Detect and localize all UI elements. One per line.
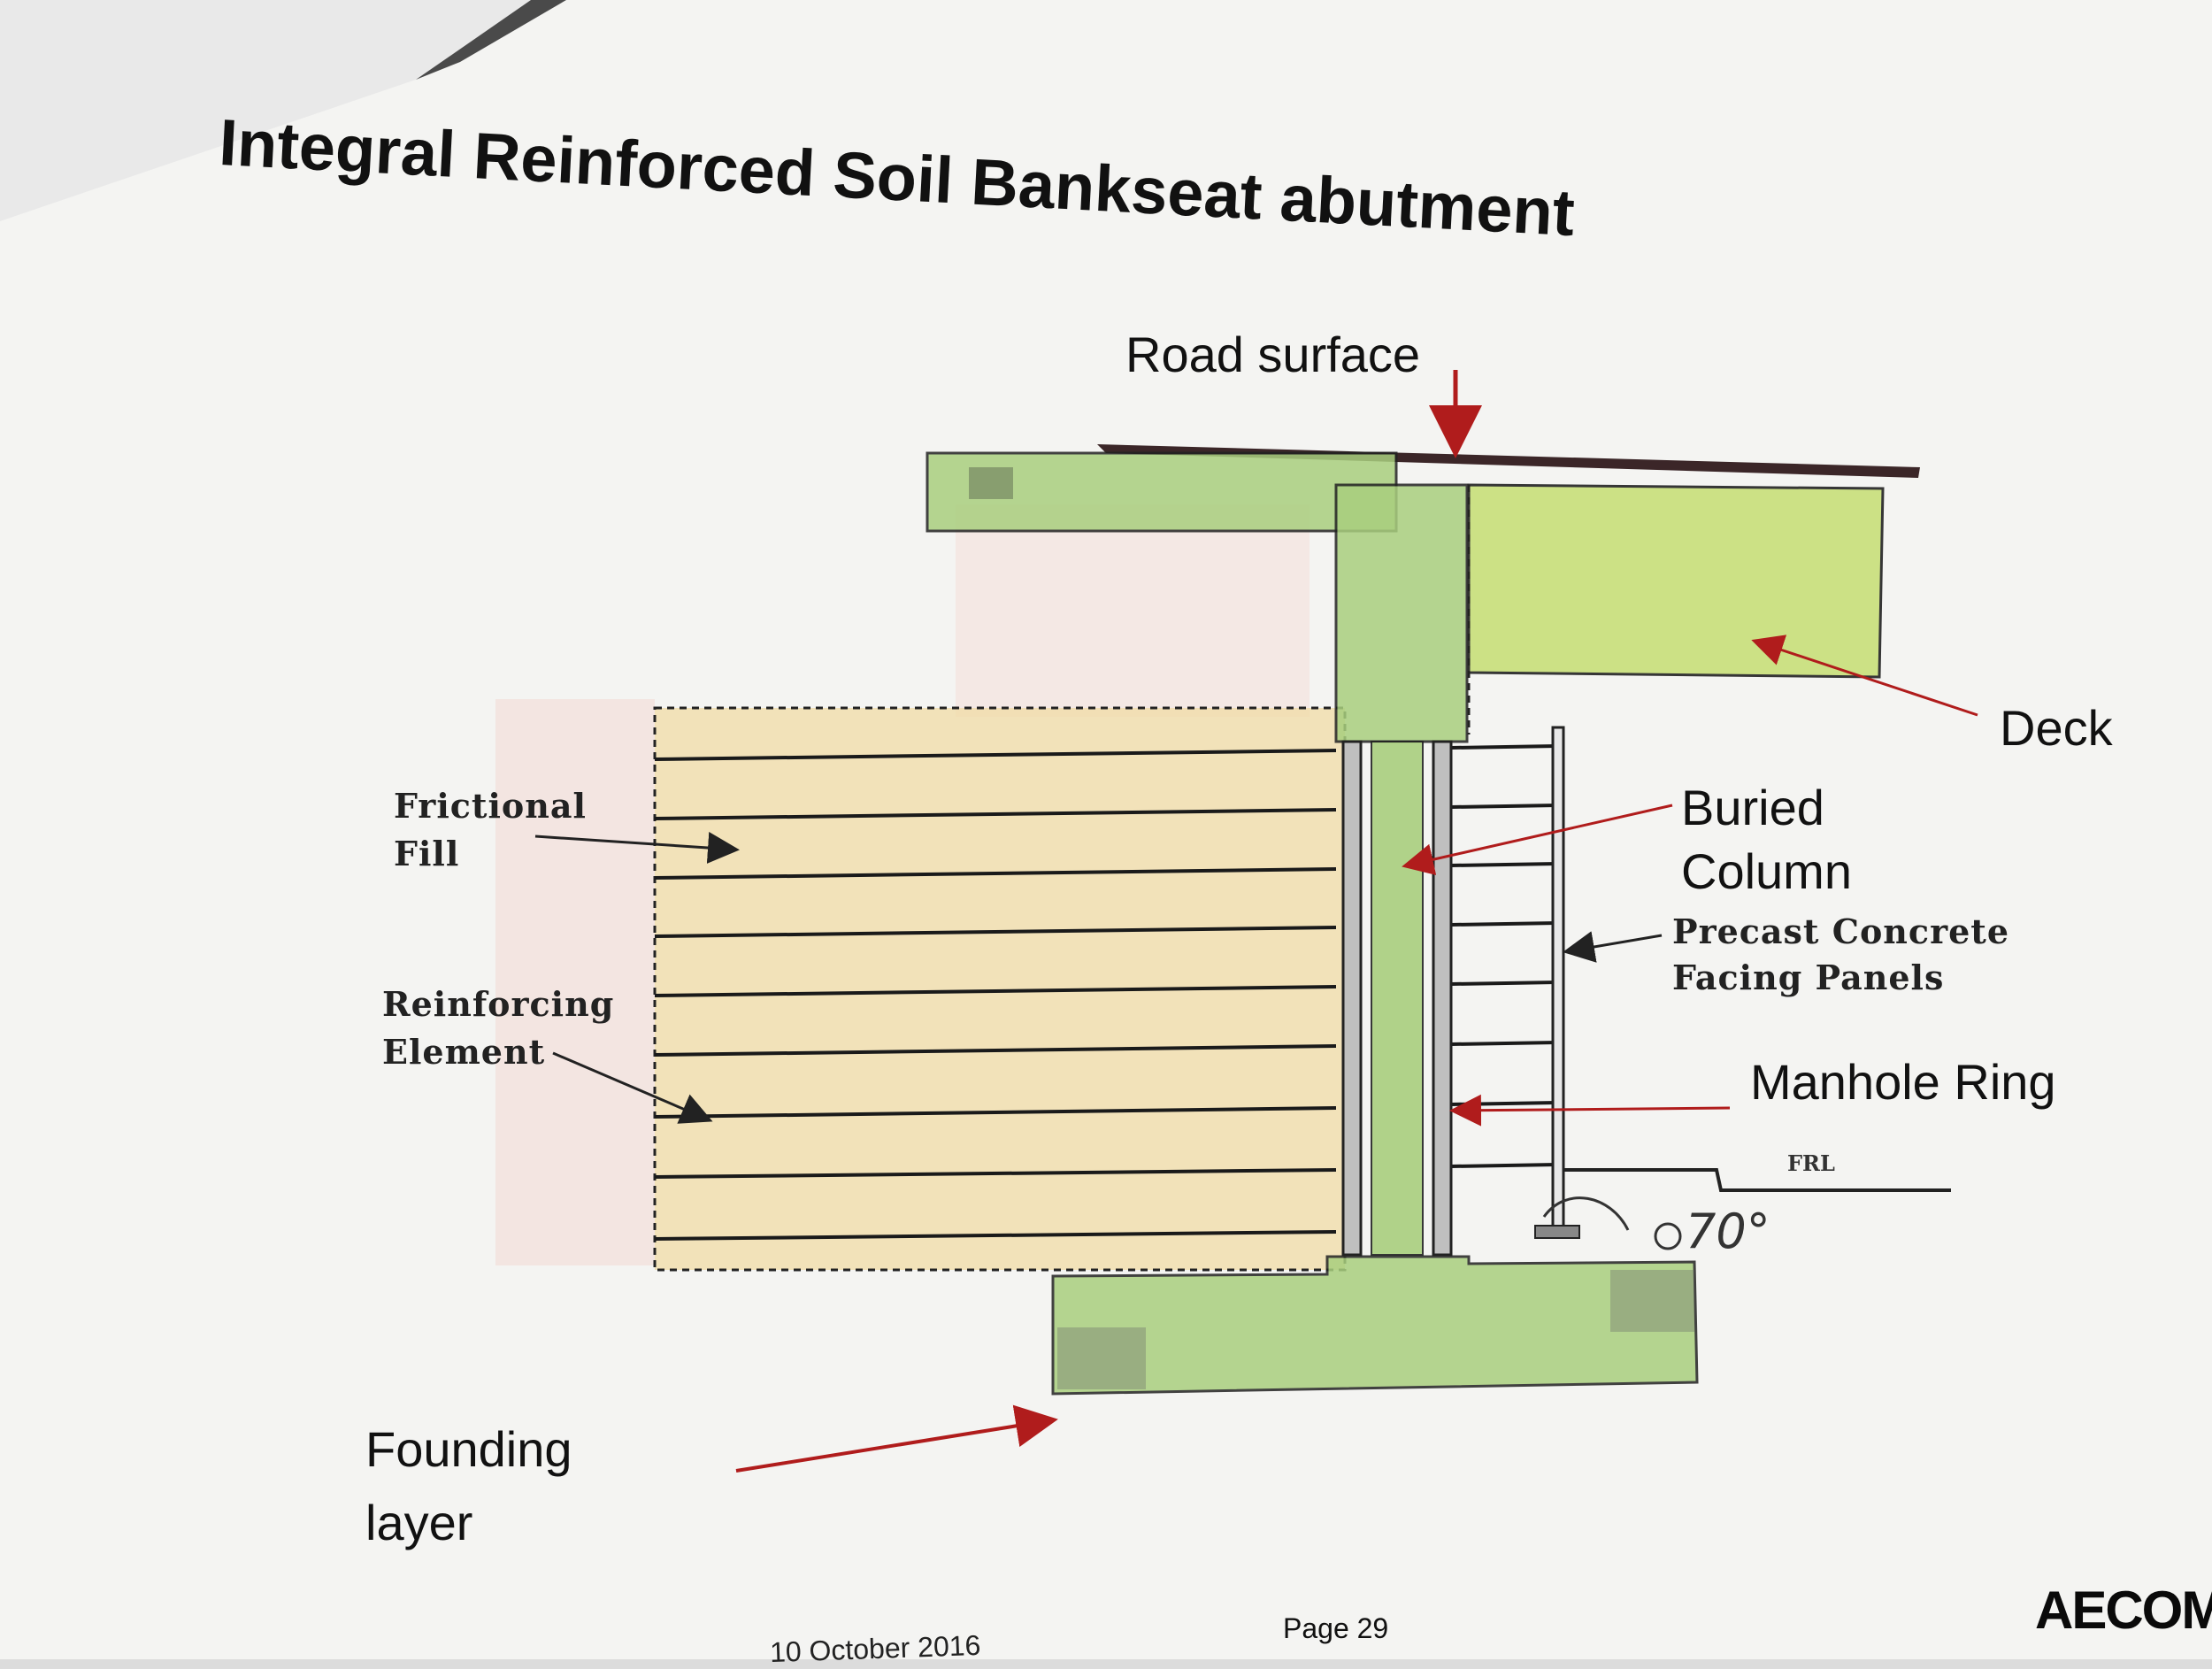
underlying-sheet bbox=[0, 0, 531, 221]
manhole-ring-label: Manhole Ring bbox=[1750, 1054, 2056, 1110]
frictional-fill-arrow bbox=[534, 832, 740, 864]
reinforcing-arrow bbox=[552, 1051, 713, 1124]
founding-layer-arrow bbox=[735, 1404, 1058, 1473]
slab-hatch bbox=[969, 467, 1013, 499]
ground-line bbox=[1564, 1168, 1951, 1192]
footing-hatch-left bbox=[1057, 1327, 1146, 1389]
buried-column-arrow bbox=[1402, 804, 1673, 875]
manhole-ring-right bbox=[1432, 740, 1453, 1257]
buried-column-label-line2: Column bbox=[1681, 843, 1852, 899]
deck-slab bbox=[1467, 483, 1885, 679]
founding-layer-label: Founding bbox=[365, 1421, 572, 1477]
handwritten-angle-note: 70° bbox=[1686, 1204, 1770, 1259]
frictional-fill-label: Frictional bbox=[394, 786, 587, 826]
soil-shading-left bbox=[495, 699, 655, 1265]
buried-column-label: Buried bbox=[1681, 780, 1824, 835]
manhole-ring-left bbox=[1341, 740, 1363, 1257]
reinforcing-element-label: Reinforcing bbox=[382, 984, 615, 1024]
soil-shading-top bbox=[956, 504, 1310, 717]
precast-panels-label-line2: Facing Panels bbox=[1672, 958, 1945, 997]
deck-arrow bbox=[1751, 635, 1978, 717]
deck-label: Deck bbox=[2000, 700, 2113, 756]
reinforcing-element-label-line2: Element bbox=[382, 1032, 546, 1072]
founding-layer-label-line2: layer bbox=[365, 1495, 473, 1550]
footer-date: 10 October 2016 bbox=[769, 1628, 981, 1669]
frictional-fill-label-line2: Fill bbox=[394, 834, 460, 873]
facing-panels bbox=[1551, 726, 1565, 1234]
road-surface-label: Road surface bbox=[1125, 327, 1421, 382]
frl-marker: FRL bbox=[1787, 1150, 1835, 1176]
manhole-ring-arrow bbox=[1449, 1094, 1731, 1127]
diaphragm bbox=[1334, 483, 1469, 743]
handwritten-sketch bbox=[1542, 1196, 1630, 1231]
precast-arrow bbox=[1563, 931, 1663, 963]
levelling-pad bbox=[1534, 1225, 1580, 1239]
reinforcing-strips bbox=[654, 749, 1337, 1241]
sheet-shadow bbox=[416, 0, 566, 80]
footing bbox=[1051, 1255, 1699, 1396]
aecom-logo: AECOM bbox=[2035, 1581, 2212, 1640]
page-number: Page 29 bbox=[1283, 1612, 1389, 1644]
footing-hatch-right bbox=[1610, 1270, 1694, 1332]
buried-column bbox=[1371, 741, 1424, 1256]
precast-panels-label: Precast Concrete bbox=[1672, 911, 2009, 951]
